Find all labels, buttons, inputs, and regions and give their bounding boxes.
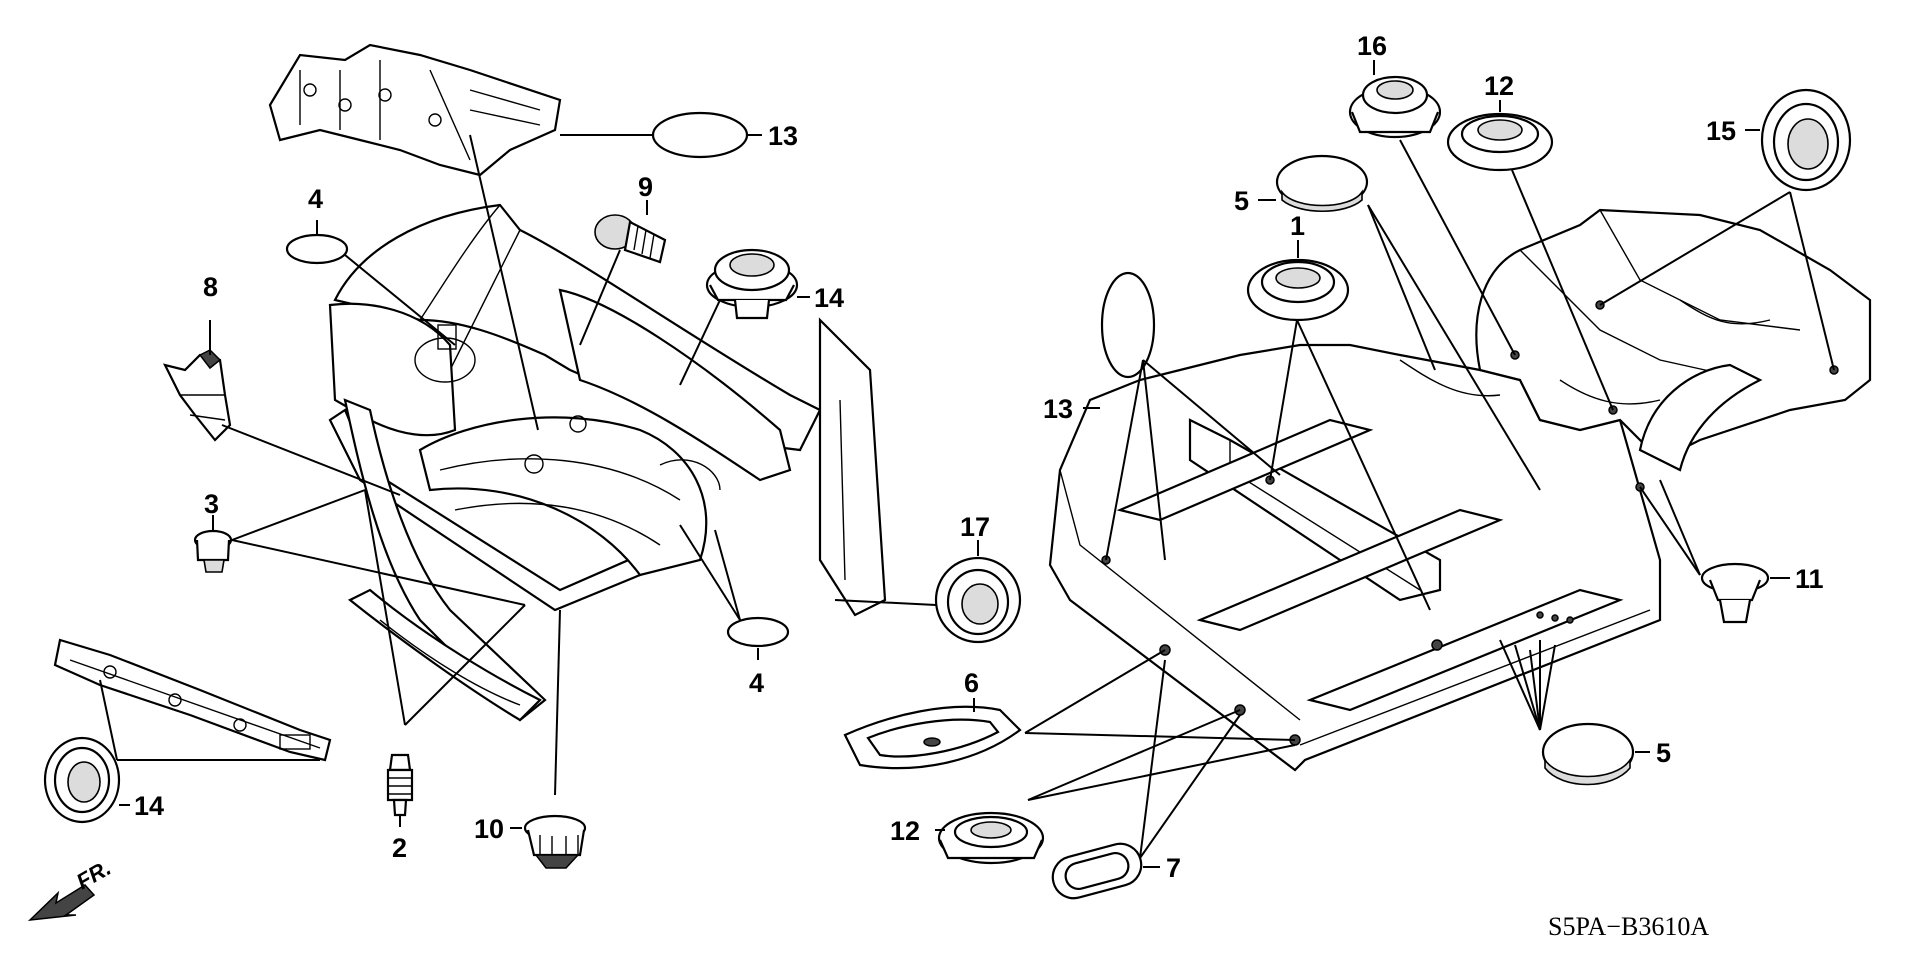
callout-15: 15 bbox=[1706, 116, 1736, 146]
part-8-bracket bbox=[162, 349, 232, 442]
callout-7: 7 bbox=[1166, 853, 1181, 883]
part-14-grommet-lower bbox=[43, 736, 121, 824]
part-12-grommet-upper bbox=[1446, 112, 1554, 172]
callout-12-lower: 12 bbox=[890, 816, 920, 846]
callout-11: 11 bbox=[1795, 564, 1824, 594]
callout-2: 2 bbox=[392, 833, 407, 863]
part-13-grommet-top bbox=[651, 111, 749, 159]
part-17-grommet bbox=[934, 556, 1022, 644]
callout-9: 9 bbox=[638, 172, 653, 202]
part-4-grommet-upper bbox=[285, 233, 349, 265]
callout-1: 1 bbox=[1290, 211, 1305, 241]
part-11-clip bbox=[1700, 562, 1770, 624]
front-arrow-icon bbox=[27, 884, 96, 921]
callout-5-lower: 5 bbox=[1656, 738, 1671, 768]
callout-3: 3 bbox=[204, 489, 219, 519]
callout-labels: 13 4 9 14 8 3 14 2 10 4 17 16 12 15 5 1 … bbox=[134, 31, 1824, 883]
part-15-grommet bbox=[1760, 88, 1852, 192]
part-4-grommet-lower bbox=[726, 616, 790, 648]
part-12-grommet-lower bbox=[937, 811, 1045, 865]
callout-6: 6 bbox=[964, 668, 979, 698]
part-2-drain-plug bbox=[386, 753, 414, 817]
part-5-plug-lower bbox=[1541, 722, 1635, 786]
callout-14-upper: 14 bbox=[814, 283, 844, 313]
part-1-grommet bbox=[1246, 258, 1350, 322]
callout-10: 10 bbox=[474, 814, 504, 844]
callout-4-upper: 4 bbox=[308, 184, 323, 214]
callout-4-lower: 4 bbox=[749, 668, 764, 698]
leader-lines-right bbox=[1024, 139, 1835, 859]
part-3-clip bbox=[193, 529, 233, 573]
front-body-structure bbox=[328, 203, 887, 722]
part-10-clip bbox=[523, 814, 587, 869]
diagram-part-code: S5PA−B3610A bbox=[1548, 912, 1709, 941]
callout-16: 16 bbox=[1357, 31, 1387, 61]
part-14-grommet-upper bbox=[705, 248, 799, 320]
callout-13-top: 13 bbox=[768, 121, 798, 151]
front-side-member bbox=[53, 638, 332, 762]
floor-pan-structure bbox=[1048, 208, 1872, 772]
part-16-grommet bbox=[1348, 75, 1442, 139]
leader-lines-left bbox=[99, 134, 937, 796]
callout-17: 17 bbox=[960, 512, 990, 542]
callout-5-upper: 5 bbox=[1234, 186, 1249, 216]
callout-8: 8 bbox=[203, 272, 218, 302]
part-13-grommet-right bbox=[1100, 271, 1156, 379]
part-5-plug-upper bbox=[1275, 154, 1369, 213]
callout-13-right: 13 bbox=[1043, 394, 1073, 424]
callout-12-upper: 12 bbox=[1484, 71, 1514, 101]
callout-14-lower: 14 bbox=[134, 791, 164, 821]
part-6-grommet bbox=[843, 705, 1022, 770]
part-9-plug bbox=[594, 214, 667, 264]
part-7-grommet bbox=[1051, 842, 1143, 900]
callout-ticks bbox=[119, 60, 1790, 868]
front-direction-indicator: FR. bbox=[27, 855, 115, 921]
hood-hinge-bracket bbox=[268, 43, 562, 177]
